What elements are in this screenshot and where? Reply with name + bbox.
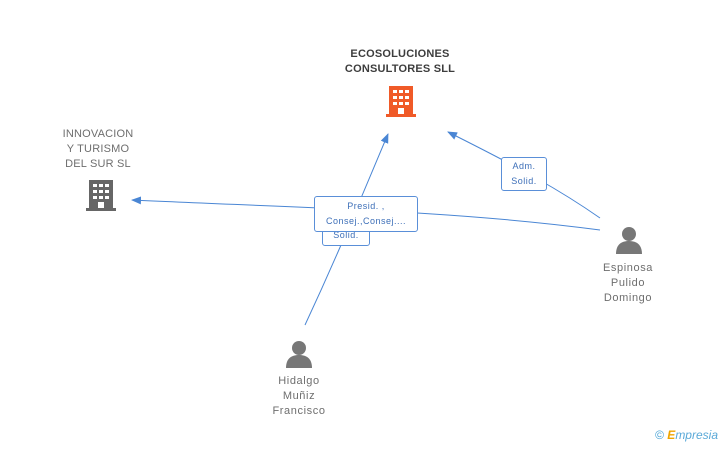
empresia-brand: mpresia xyxy=(675,428,718,442)
building-icon[interactable] xyxy=(386,84,416,118)
person-icon[interactable] xyxy=(615,226,643,254)
relation-label-presid-consej[interactable]: Presid. , Consej.,Consej.... xyxy=(314,196,418,232)
person-icon[interactable] xyxy=(285,340,313,368)
relation-label-adm-solid[interactable]: Adm. Solid. xyxy=(501,157,547,191)
empresia-logo-e: E xyxy=(667,428,676,442)
person-espinosa-label[interactable]: Espinosa Pulido Domingo xyxy=(602,262,654,304)
empresia-watermark: © Empresia xyxy=(655,428,718,442)
copyright-symbol: © xyxy=(655,428,664,442)
company-ecosoluciones-label[interactable]: ECOSOLUCIONES CONSULTORES SLL xyxy=(344,48,456,75)
company-innovacion-label[interactable]: INNOVACION Y TURISMO DEL SUR SL xyxy=(62,128,134,170)
building-icon[interactable] xyxy=(86,178,116,212)
person-hidalgo-label[interactable]: Hidalgo Muñiz Francisco xyxy=(272,375,326,417)
